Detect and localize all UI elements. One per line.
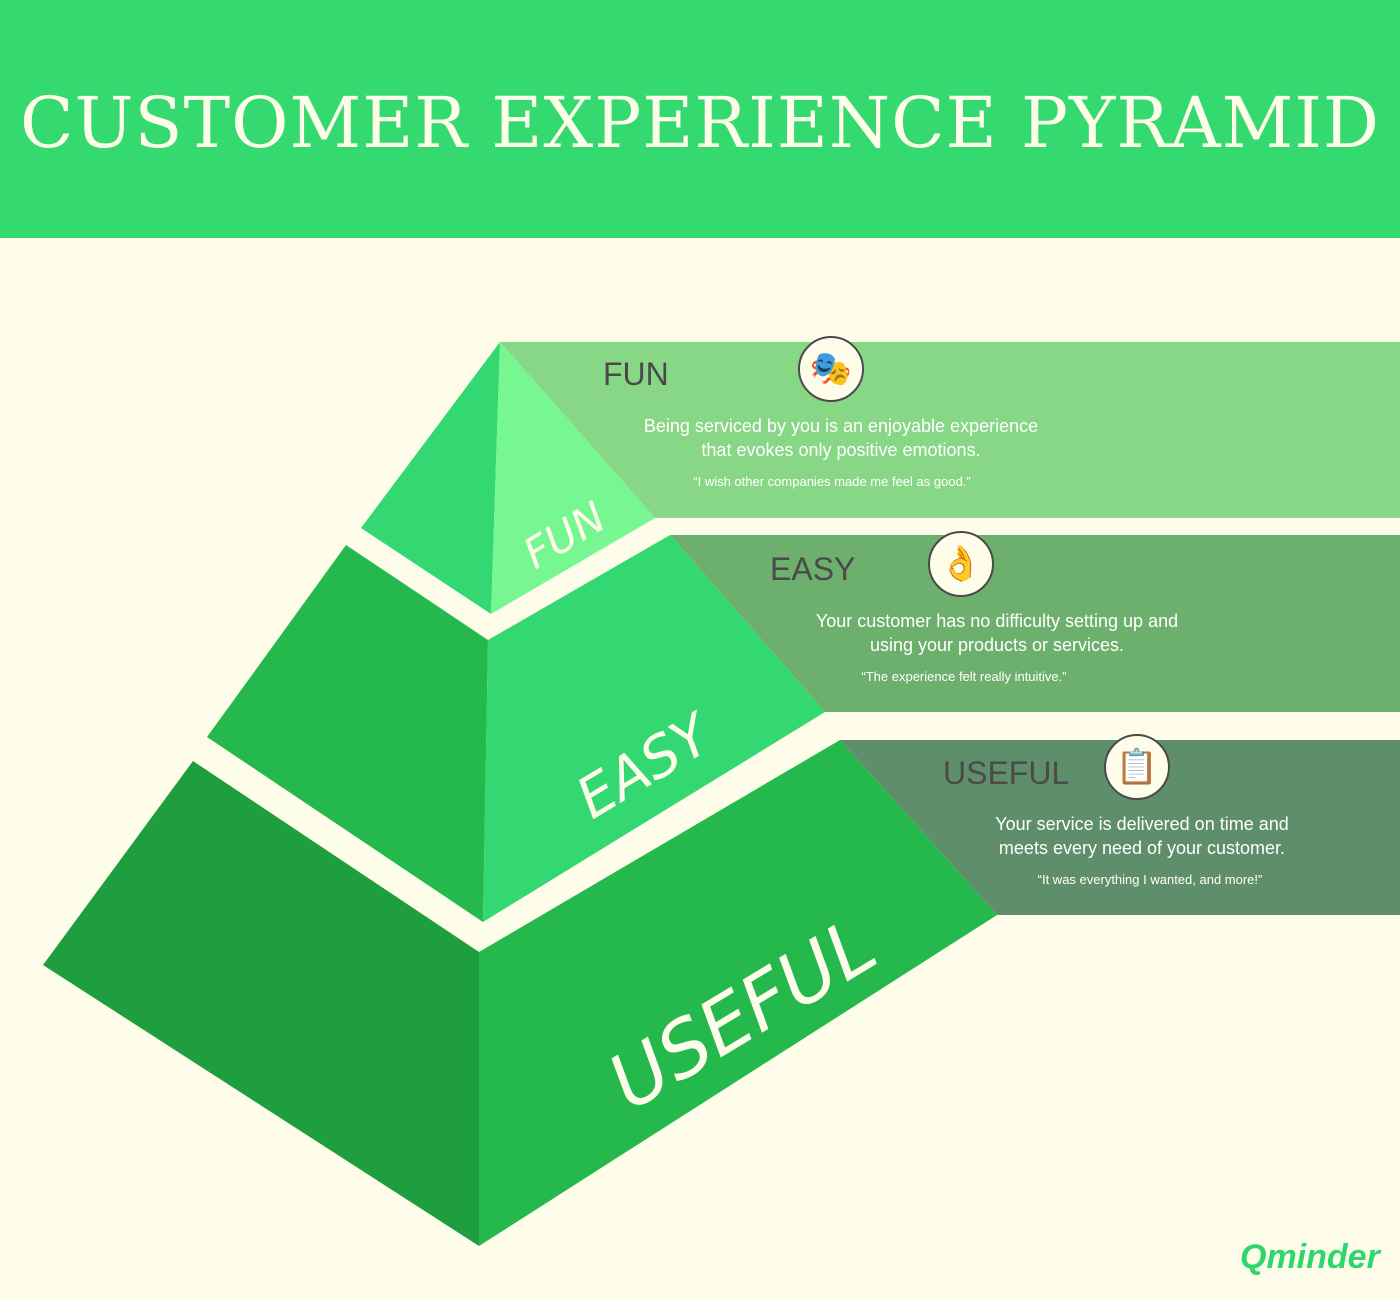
useful-band — [840, 740, 1400, 915]
useful-tier-right-face — [479, 740, 997, 1246]
easy-quote: “The experience felt really intuitive.” — [861, 669, 1067, 684]
fun-title: FUN — [603, 356, 669, 392]
fun-tier-left-face — [361, 342, 500, 614]
header-banner — [0, 0, 1400, 238]
easy-description-line-1: Your customer has no difficulty setting … — [815, 611, 1179, 631]
useful-quote: “It was everything I wanted, and more!” — [1037, 872, 1263, 887]
easy-title: EASY — [770, 551, 856, 587]
checklist-clipboard-icon: 📋 — [1104, 734, 1170, 800]
easy-band — [670, 535, 1400, 712]
theater-masks-icon: 🎭 — [798, 336, 864, 402]
useful-description-line-2: meets every need of your customer. — [998, 838, 1286, 858]
qminder-logo: Qminder — [1240, 1238, 1380, 1276]
useful-tier-left-face — [43, 761, 479, 1246]
fun-description-line-2: that evokes only positive emotions. — [701, 440, 981, 460]
fun-description-line-1: Being serviced by you is an enjoyable ex… — [643, 416, 1039, 436]
fun-description: Being serviced by you is an enjoyable ex… — [611, 414, 1071, 462]
easy-description-line-2: using your products or services. — [869, 635, 1125, 655]
fun-tier-right-face — [491, 342, 655, 614]
useful-title: USEFUL — [943, 755, 1070, 791]
useful-description-line-1: Your service is delivered on time and — [995, 814, 1289, 834]
easy-description: Your customer has no difficulty setting … — [767, 609, 1227, 657]
easy-tier-right-face — [483, 535, 825, 922]
fun-band — [500, 342, 1400, 518]
useful-description: Your service is delivered on time and me… — [912, 812, 1372, 860]
finger-snap-icon: 👌 — [928, 531, 994, 597]
page-title: CUSTOMER EXPERIENCE PYRAMID — [19, 82, 1381, 164]
fun-quote: “I wish other companies made me feel as … — [693, 474, 971, 489]
easy-tier-left-face — [207, 545, 488, 922]
